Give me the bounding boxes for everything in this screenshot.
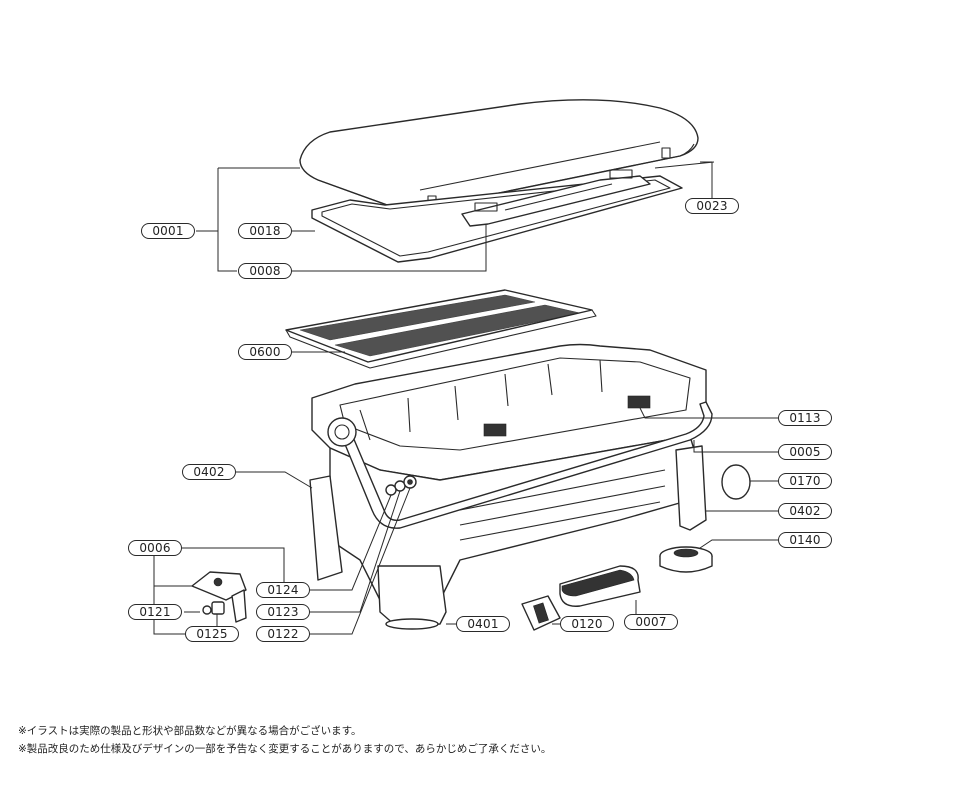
label-0120: 0120 [560, 616, 614, 632]
strap-part [559, 565, 641, 607]
cap-part [721, 464, 751, 500]
label-0124: 0124 [256, 582, 310, 598]
label-0600: 0600 [238, 344, 292, 360]
label-0402-left: 0402 [182, 464, 236, 480]
buckle-part [521, 595, 561, 631]
label-0023: 0023 [685, 198, 739, 214]
label-0008: 0008 [238, 263, 292, 279]
leader-lines [153, 161, 778, 635]
label-0402-right: 0402 [778, 503, 832, 519]
hinge-pin-part [654, 161, 715, 169]
disclaimer-note-1: ※イラストは実際の製品と形状や部品数などが異なる場合がございます。 [18, 725, 362, 737]
cooler-body-part [309, 343, 713, 630]
label-0113: 0113 [778, 410, 832, 426]
label-0122: 0122 [256, 626, 310, 642]
label-0006: 0006 [128, 540, 182, 556]
disclaimer-note-2: ※製品改良のため仕様及びデザインの一部を予告なく変更することがありますので、あら… [18, 743, 552, 755]
label-0121: 0121 [128, 604, 182, 620]
label-0170: 0170 [778, 473, 832, 489]
label-0007: 0007 [624, 614, 678, 630]
inner-tray-part [285, 289, 597, 369]
label-0001: 0001 [141, 223, 195, 239]
hinge-part [461, 169, 651, 227]
label-0140: 0140 [778, 532, 832, 548]
label-0401: 0401 [456, 616, 510, 632]
label-0018: 0018 [238, 223, 292, 239]
label-0123: 0123 [256, 604, 310, 620]
label-0125: 0125 [185, 626, 239, 642]
bracket-part [191, 571, 247, 623]
foot-cap-part [659, 546, 713, 573]
label-0005: 0005 [778, 444, 832, 460]
